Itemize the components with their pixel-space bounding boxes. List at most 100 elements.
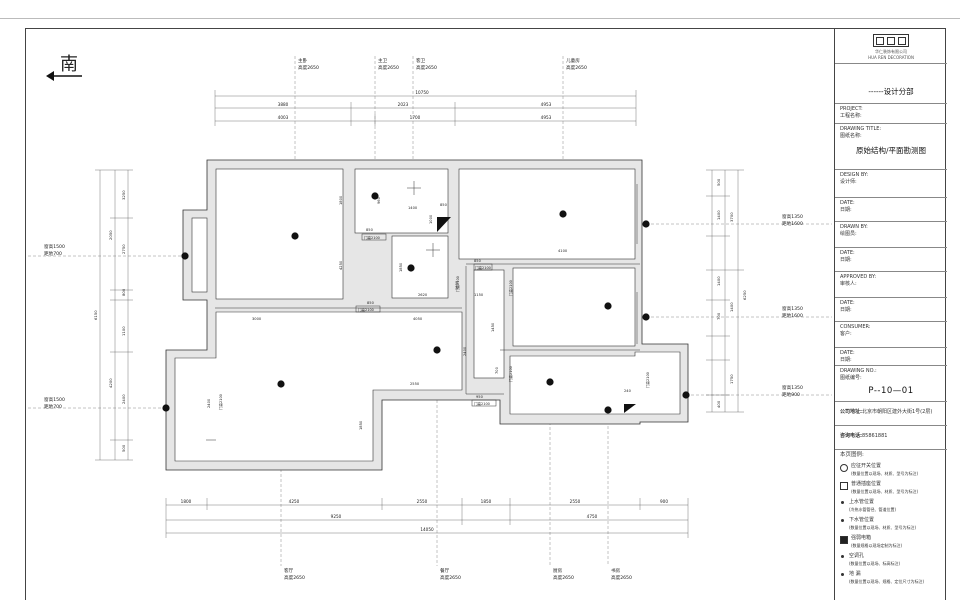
svg-text:2400: 2400: [207, 398, 211, 408]
svg-text:9250: 9250: [331, 514, 342, 519]
svg-text:儿童房: 儿童房: [566, 57, 580, 64]
door-tags: 门高2100 门高2100 门高2100 门高2100 门高2100 门高210…: [218, 233, 650, 410]
company-name: 华仁装饰有限公司: [875, 49, 907, 54]
legend-cell: 本页图例: 应征开关位置(数量位置以现场、材质、型号为标注) 普通插座位置(数量…: [835, 450, 947, 600]
legend-item: 空调孔(数量位置以现场、标高标注): [840, 553, 942, 567]
point-window-right-1: [642, 220, 650, 228]
point-window-left-2: [162, 404, 170, 412]
top-dimension-labels: 10750 3880 2023 4953 4003 1700 4953: [278, 90, 552, 120]
legend-item: 普通插座位置(数量位置以现场、材质、型号为标注): [840, 481, 942, 495]
svg-text:门高2100: 门高2100: [474, 401, 490, 406]
design-by-cell: DESIGN BY: 设计师:: [835, 170, 947, 198]
point-bedroom3: [604, 302, 612, 310]
svg-text:高度2650: 高度2650: [553, 574, 574, 581]
svg-text:厨房: 厨房: [553, 567, 563, 574]
svg-text:高度2650: 高度2650: [611, 574, 632, 581]
svg-text:门高2100: 门高2100: [358, 307, 374, 312]
ac-hole-icon: [840, 554, 846, 560]
left-dimension-labels: 3250 2050 2750 800 6150 1100 4200 2400 5…: [93, 190, 126, 452]
point-kitchen: [546, 378, 554, 386]
room-bedroom-3: [512, 267, 636, 347]
inner-dimension-labels: 1800 850 1400 1850 850 2620 4050 3000 85…: [207, 195, 632, 430]
svg-text:2750: 2750: [121, 244, 126, 254]
date1-cell: DATE: 日期:: [835, 198, 947, 222]
svg-text:2400: 2400: [463, 346, 467, 356]
svg-text:主卫: 主卫: [378, 57, 388, 64]
room-kitchen-study: [509, 351, 681, 415]
bottom-dimension-lines: [165, 498, 689, 538]
drain-pipe-icon: [840, 518, 846, 524]
svg-text:门高2100: 门高2100: [645, 372, 650, 388]
drawing-no-cell: DRAWING NO.: 图纸编号: P--10—01: [835, 366, 947, 402]
compass-label: 南: [60, 54, 78, 75]
legend-item: 应征开关位置(数量位置以现场、材质、型号为标注): [840, 463, 942, 477]
point-children: [559, 210, 567, 218]
room-living-dining: [174, 311, 463, 462]
svg-text:900: 900: [660, 499, 668, 504]
water-supply-icon: [840, 500, 846, 506]
svg-text:4953: 4953: [541, 115, 552, 120]
approved-by-cell: APPROVED BY: 审核人:: [835, 272, 947, 298]
svg-text:门高2100: 门高2100: [364, 235, 380, 240]
top-rule: [0, 18, 960, 19]
svg-text:2620: 2620: [418, 293, 428, 297]
legend-item: 地 漏(数量位置以现场、规格、定位尺寸为标注): [840, 571, 942, 585]
company-phone: 85861881: [862, 433, 888, 439]
room-master-bath: [354, 168, 449, 234]
point-dining: [433, 346, 441, 354]
svg-text:客厅: 客厅: [284, 567, 294, 574]
dept-name: ------设计分部: [868, 87, 914, 96]
svg-text:高度2650: 高度2650: [298, 64, 319, 71]
electrical-box-icon: [840, 536, 848, 544]
svg-text:1700: 1700: [410, 115, 421, 120]
svg-text:4200: 4200: [108, 378, 113, 388]
svg-text:1400: 1400: [716, 210, 721, 220]
dept-cell: ------设计分部: [835, 64, 947, 104]
svg-text:1750: 1750: [729, 374, 734, 384]
svg-text:距地700: 距地700: [44, 403, 62, 410]
svg-text:2400: 2400: [121, 394, 126, 404]
fixture-points: [162, 192, 690, 414]
compass-south: 南: [46, 54, 82, 81]
walls: [165, 159, 689, 471]
svg-text:1150: 1150: [474, 293, 484, 297]
room-corridor: [473, 269, 505, 379]
svg-text:1850: 1850: [481, 499, 492, 504]
point-guest-bath: [407, 264, 415, 272]
svg-text:240: 240: [624, 389, 632, 393]
svg-text:3880: 3880: [278, 102, 289, 107]
svg-text:4750: 4750: [587, 514, 598, 519]
svg-text:6250: 6250: [742, 290, 747, 300]
title-block-logo: 华仁装饰有限公司 HUA REN DECORATION: [835, 28, 947, 64]
svg-text:窗高1350: 窗高1350: [782, 213, 803, 220]
svg-text:400: 400: [716, 400, 721, 408]
room-children: [458, 168, 636, 260]
point-study: [604, 406, 612, 414]
address-cell: 公司地址:北京市朝阳区建外大街1号(2层): [835, 402, 947, 426]
svg-text:700: 700: [495, 366, 499, 374]
right-dimension-labels: 500 1400 3700 6250 1400 700 1400 1750 40…: [716, 178, 747, 408]
svg-text:14050: 14050: [420, 527, 434, 532]
point-master-bath: [371, 192, 379, 200]
svg-text:门高2100: 门高2100: [218, 394, 223, 410]
svg-text:3700: 3700: [729, 212, 734, 222]
point-window-right-3: [682, 391, 690, 399]
phone-cell: 咨询电话:85861881: [835, 426, 947, 450]
svg-text:3000: 3000: [252, 317, 262, 321]
svg-text:书房: 书房: [611, 567, 621, 574]
svg-text:1850: 1850: [399, 262, 403, 272]
svg-text:门高2100: 门高2100: [475, 265, 491, 270]
date4-cell: DATE: 日期:: [835, 348, 947, 366]
svg-text:6150: 6150: [93, 310, 98, 320]
room-master-bedroom: [215, 168, 344, 300]
svg-text:4250: 4250: [289, 499, 300, 504]
svg-text:4050: 4050: [413, 317, 423, 321]
point-window-left-1: [181, 252, 189, 260]
svg-text:500: 500: [716, 178, 721, 186]
company-address: 北京市朝阳区建外大街1号(2层): [862, 409, 933, 415]
svg-text:距地1600: 距地1600: [782, 220, 803, 227]
svg-text:4953: 4953: [541, 102, 552, 107]
left-dimension-lines: [95, 169, 133, 461]
